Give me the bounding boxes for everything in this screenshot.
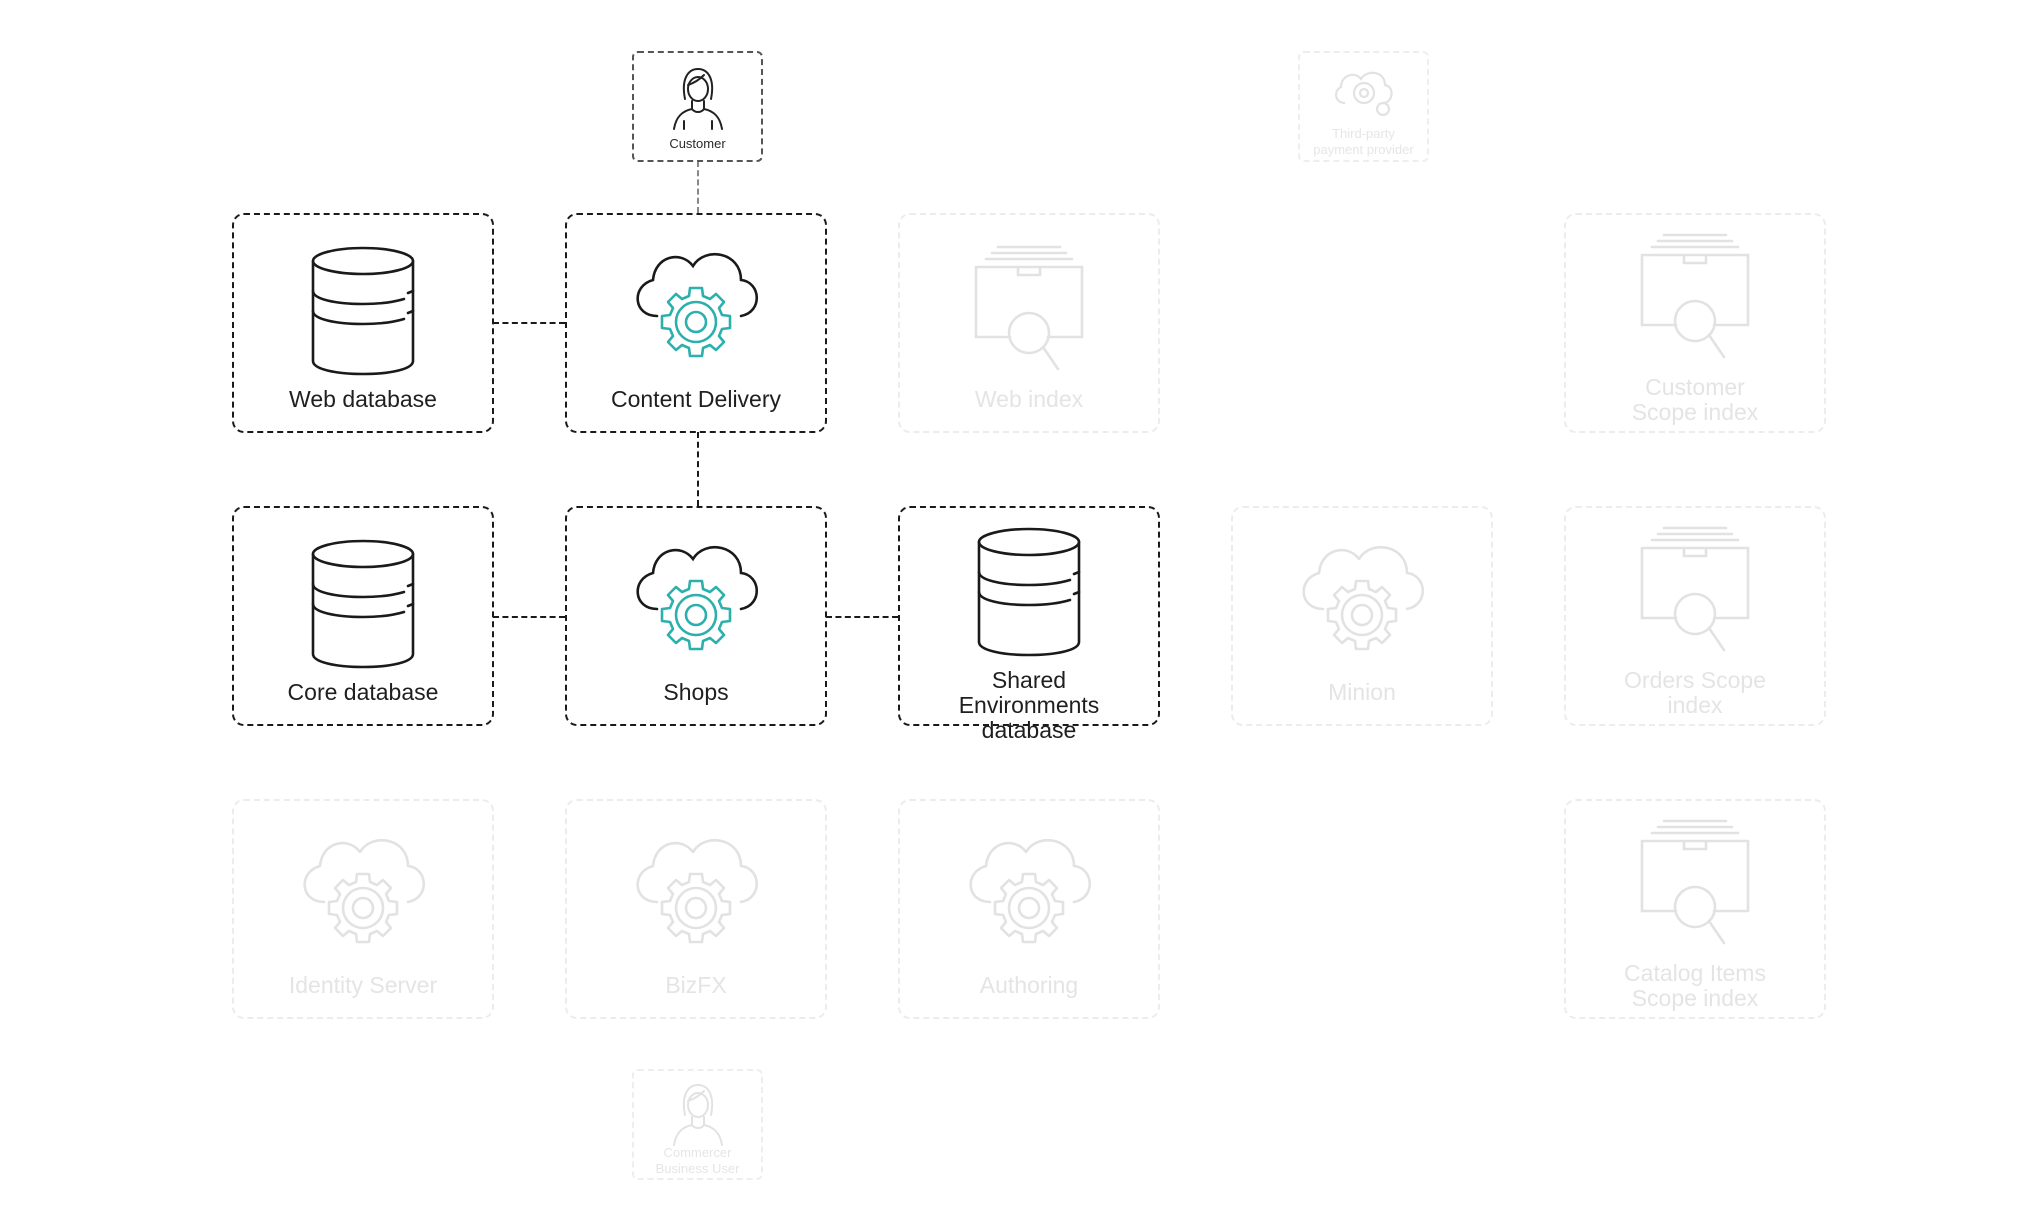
connector-core-db-shops (493, 616, 565, 618)
minion-node[interactable]: Minion (1231, 506, 1493, 726)
web-index-label: Web index (974, 386, 1084, 412)
person-icon (672, 68, 723, 130)
cloud-gear-icon (303, 838, 425, 944)
commercer-business-user-label: Commercer Business User (655, 1145, 740, 1176)
catalog-items-scope-index-label: Catalog Items Scope index (1624, 960, 1766, 1011)
customer-label: Customer (669, 136, 726, 151)
shops-node[interactable]: Shops (565, 506, 827, 726)
third-party-label: Third-party payment provider (1313, 126, 1414, 157)
core-database-node[interactable]: Core database (232, 506, 494, 726)
commercer-business-user-node[interactable]: Commercer Business User (632, 1069, 763, 1180)
connector-web-db-content-delivery (493, 322, 565, 324)
cloud-gear-icon (969, 838, 1091, 944)
authoring-label: Authoring (979, 972, 1079, 998)
content-delivery-label: Content Delivery (610, 386, 782, 412)
bizfx-label: BizFX (665, 972, 727, 998)
cloud-gear-icon (636, 252, 758, 358)
identity-server-label: Identity Server (288, 972, 438, 998)
identity-server-node[interactable]: Identity Server (232, 799, 494, 1019)
search-index-icon (1640, 819, 1750, 945)
web-index-node[interactable]: Web index (898, 213, 1160, 433)
database-icon (977, 527, 1081, 657)
connector-content-delivery-shops (697, 432, 699, 506)
cloud-gear-icon (1334, 71, 1393, 117)
bizfx-node[interactable]: BizFX (565, 799, 827, 1019)
shared-env-database-label: Shared Environments database (958, 667, 1100, 743)
connector-customer-content-delivery (697, 161, 699, 213)
web-database-label: Web database (289, 386, 437, 412)
search-index-icon (974, 245, 1084, 371)
shops-label: Shops (663, 679, 729, 705)
web-database-node[interactable]: Web database (232, 213, 494, 433)
orders-scope-index-node[interactable]: Orders Scope index (1564, 506, 1826, 726)
search-index-icon (1640, 233, 1750, 359)
core-database-label: Core database (287, 679, 439, 705)
search-index-icon (1640, 526, 1750, 652)
cloud-gear-icon (636, 838, 758, 944)
orders-scope-index-label: Orders Scope index (1624, 667, 1766, 718)
customer-scope-index-node[interactable]: Customer Scope index (1564, 213, 1826, 433)
third-party-payment-node[interactable]: Third-party payment provider (1298, 51, 1429, 162)
customer-node[interactable]: Customer (632, 51, 763, 162)
minion-label: Minion (1328, 679, 1396, 705)
person-icon (672, 1084, 723, 1146)
catalog-items-scope-index-node[interactable]: Catalog Items Scope index (1564, 799, 1826, 1019)
cloud-gear-icon (1302, 545, 1424, 651)
connector-shops-shared-db (826, 616, 898, 618)
database-icon (311, 539, 415, 669)
content-delivery-node[interactable]: Content Delivery (565, 213, 827, 433)
database-icon (311, 246, 415, 376)
shared-env-database-node[interactable]: Shared Environments database (898, 506, 1160, 743)
customer-scope-index-label: Customer Scope index (1631, 374, 1759, 425)
authoring-node[interactable]: Authoring (898, 799, 1160, 1019)
cloud-gear-icon (636, 545, 758, 651)
